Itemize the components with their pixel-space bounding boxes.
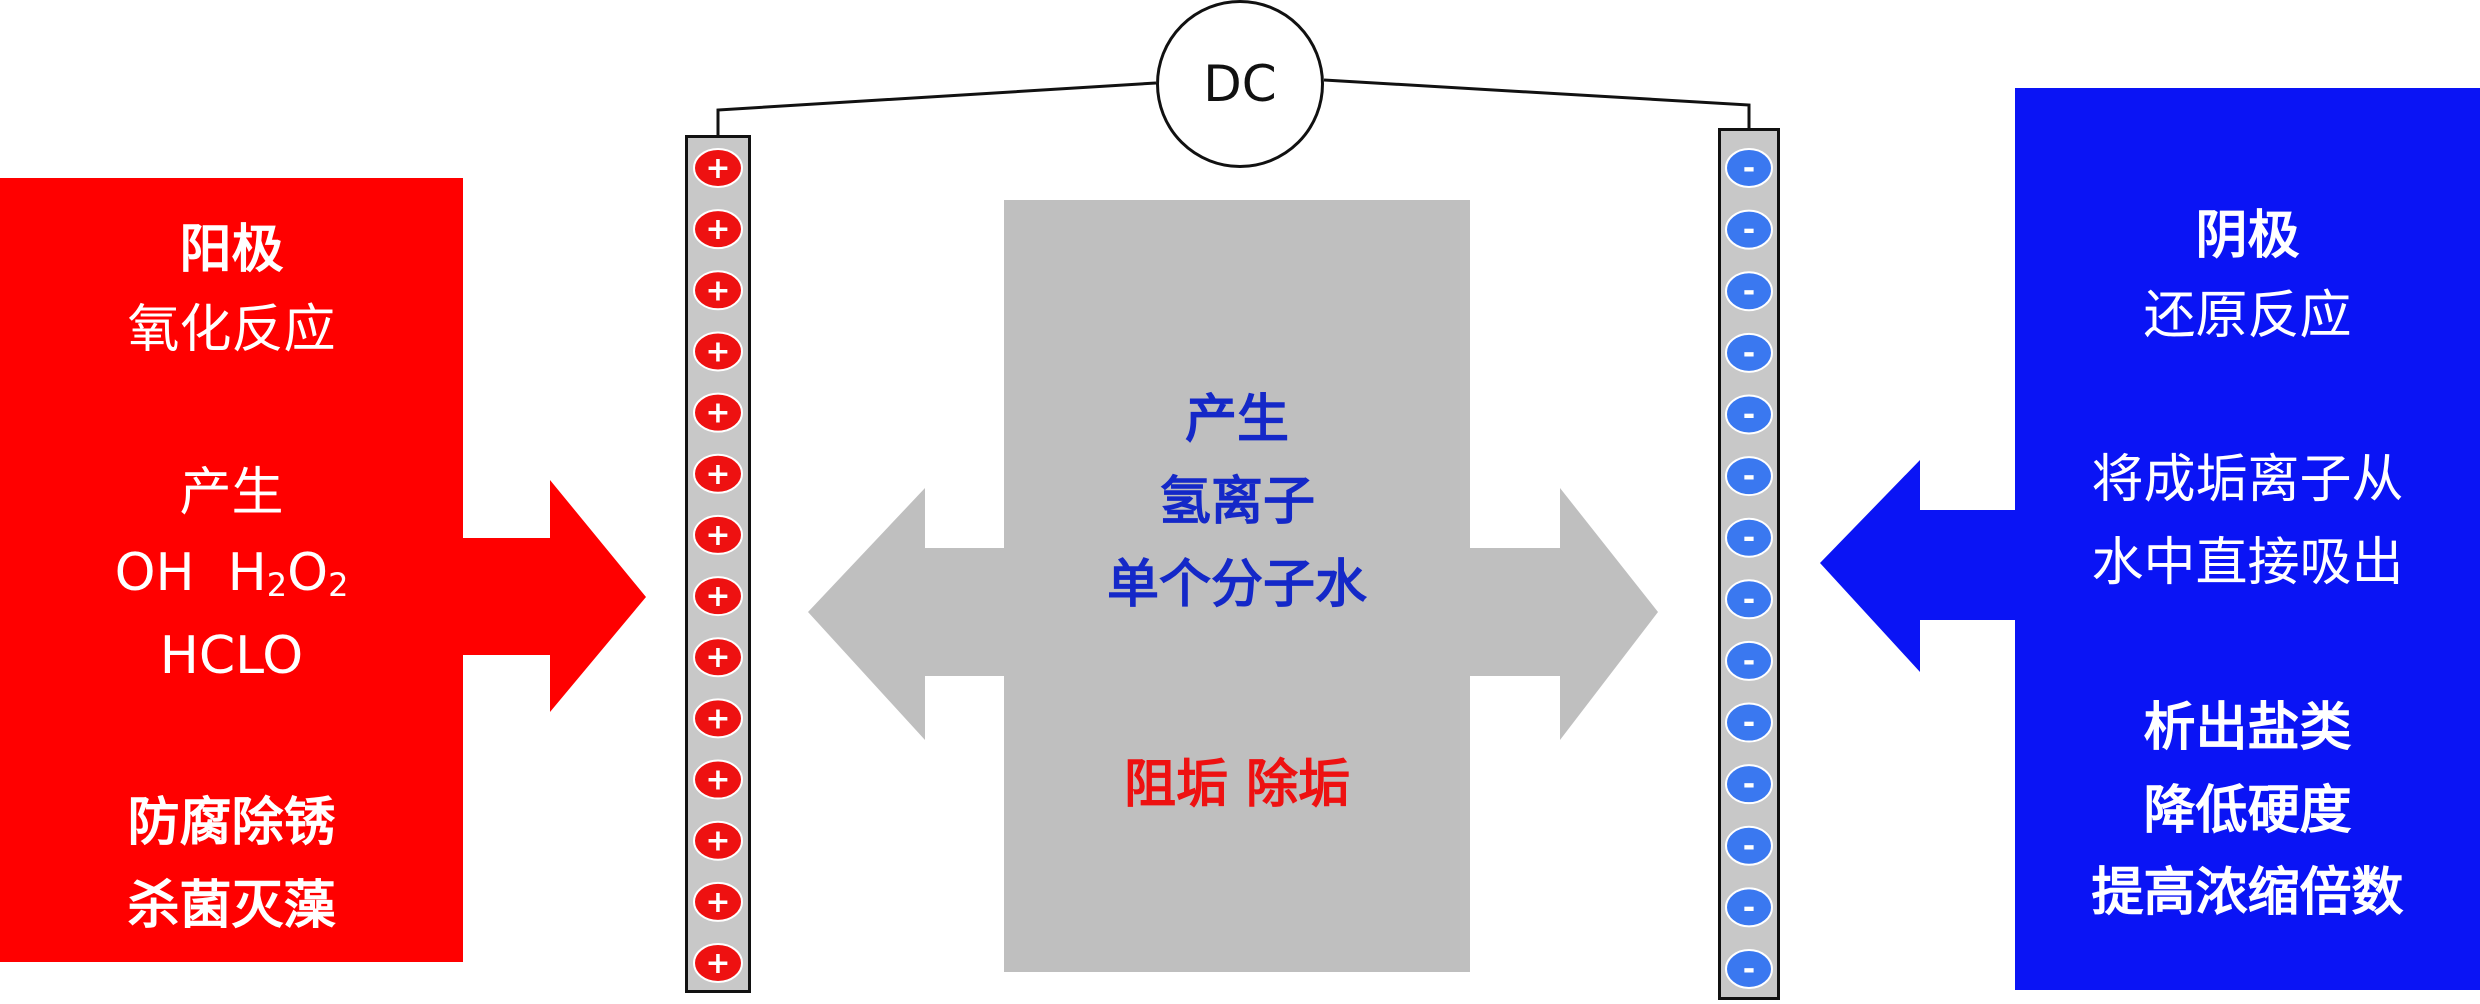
cathode-charges: - - - - - - - - - - - - - - (1725, 148, 1773, 989)
negative-charge-marker: - (1725, 887, 1773, 928)
positive-charge-marker: + (693, 270, 743, 311)
positive-charge-marker: + (693, 698, 743, 739)
positive-charge-marker-symbol: + (705, 946, 730, 981)
negative-charge-marker: - (1725, 702, 1773, 743)
cathode-effect-2: 降低硬度 (2143, 781, 2352, 841)
anode-title: 阳极 (179, 220, 284, 280)
negative-charge-marker-symbol: - (1743, 521, 1755, 556)
positive-charge-marker-symbol: + (705, 885, 730, 920)
negative-charge-marker: - (1725, 825, 1773, 866)
negative-charge-marker: - (1725, 456, 1773, 497)
formula-sub-2: 2 (328, 566, 349, 604)
positive-charge-marker-symbol: + (705, 334, 730, 369)
anode-formula: OH H2O2 (0, 533, 463, 625)
center-left-arrow (808, 488, 1005, 740)
positive-charge-marker: + (693, 759, 743, 800)
negative-charge-marker-symbol: - (1743, 706, 1755, 741)
negative-charge-marker: - (1725, 271, 1773, 312)
negative-charge-marker-symbol: - (1743, 213, 1755, 248)
cathode-effect-1: 析出盐类 (2143, 698, 2352, 758)
anode-arrow (462, 480, 646, 712)
center-right-arrow (1468, 488, 1658, 740)
cathode-panel: 阴极 还原反应 将成垢离子从 水中直接吸出 析出盐类 降低硬度 提高浓缩倍数 (2015, 88, 2480, 990)
formula-h: H (227, 543, 267, 603)
positive-charge-marker-symbol: + (705, 273, 730, 308)
anode-hclo: HCLO (159, 626, 304, 686)
negative-charge-marker: - (1725, 394, 1773, 435)
positive-charge-marker: + (693, 514, 743, 555)
positive-charge-marker: + (693, 331, 743, 372)
dc-power-source: DC (1156, 0, 1324, 168)
positive-charge-marker: + (693, 148, 743, 188)
center-panel: 产生 氢离子 单个分子水 阻垢 除垢 (1004, 200, 1470, 972)
center-effect: 阻垢 除垢 (1123, 755, 1351, 815)
negative-charge-marker: - (1725, 332, 1773, 373)
anode-produces-label: 产生 (179, 463, 284, 523)
positive-charge-marker-symbol: + (705, 151, 730, 186)
negative-charge-marker-symbol: - (1743, 890, 1755, 925)
formula-oh: OH (114, 543, 195, 603)
anode-reaction: 氧化反应 (127, 300, 336, 360)
negative-charge-marker-symbol: - (1743, 151, 1755, 186)
negative-charge-marker-symbol: - (1743, 274, 1755, 309)
positive-charge-marker-symbol: + (705, 579, 730, 614)
center-line-3: 单个分子水 (1106, 555, 1367, 615)
negative-charge-marker: - (1725, 640, 1773, 681)
formula-sub-1: 2 (266, 566, 288, 604)
positive-charge-marker-symbol: + (705, 212, 730, 247)
negative-charge-marker-symbol: - (1743, 829, 1755, 864)
negative-charge-marker: - (1725, 517, 1773, 558)
negative-charge-marker: - (1725, 949, 1773, 989)
anode-effect-2: 杀菌灭藻 (127, 876, 336, 936)
positive-charge-marker: + (693, 576, 743, 617)
negative-charge-marker: - (1725, 764, 1773, 805)
positive-charge-marker-symbol: + (705, 396, 730, 431)
positive-charge-marker: + (693, 881, 743, 922)
negative-charge-marker-symbol: - (1743, 459, 1755, 494)
negative-charge-marker-symbol: - (1743, 582, 1755, 617)
positive-charge-marker: + (693, 820, 743, 861)
dc-label: DC (1203, 55, 1277, 113)
positive-charge-marker-symbol: + (705, 457, 730, 492)
negative-charge-marker-symbol: - (1743, 397, 1755, 432)
cathode-description-2: 水中直接吸出 (2091, 533, 2404, 593)
negative-charge-marker-symbol: - (1743, 336, 1755, 371)
negative-charge-marker-symbol: - (1743, 952, 1755, 987)
anode-electrode: + + + + + + + + + + + + + + (685, 135, 751, 993)
formula-o: O (287, 543, 329, 603)
negative-charge-marker: - (1725, 148, 1773, 188)
cathode-electrode: - - - - - - - - - - - - - - (1718, 128, 1780, 1000)
anode-panel: 阳极 氧化反应 产生 OH H2O2 HCLO 防腐除锈 杀菌灭藻 (0, 178, 463, 962)
positive-charge-marker: + (693, 392, 743, 433)
cathode-reaction: 还原反应 (2143, 286, 2352, 346)
positive-charge-marker-symbol: + (705, 824, 730, 859)
negative-charge-marker: - (1725, 579, 1773, 620)
positive-charge-marker: + (693, 453, 743, 494)
cathode-description-1: 将成垢离子从 (2091, 450, 2404, 510)
positive-charge-marker-symbol: + (705, 640, 730, 675)
positive-charge-marker: + (693, 943, 743, 983)
anode-charges: + + + + + + + + + + + + + + (693, 148, 743, 983)
anode-effect-1: 防腐除锈 (127, 793, 336, 853)
cathode-effect-3: 提高浓缩倍数 (2091, 863, 2404, 923)
cathode-arrow (1820, 460, 2016, 672)
anode-wire (716, 81, 1157, 135)
positive-charge-marker-symbol: + (705, 518, 730, 553)
negative-charge-marker-symbol: - (1743, 767, 1755, 802)
cathode-wire (1323, 78, 1751, 128)
center-line-2: 氢离子 (1158, 472, 1315, 532)
positive-charge-marker-symbol: + (705, 763, 730, 798)
positive-charge-marker: + (693, 637, 743, 678)
negative-charge-marker: - (1725, 209, 1773, 250)
positive-charge-marker: + (693, 209, 743, 250)
cathode-title: 阴极 (2195, 206, 2300, 266)
positive-charge-marker-symbol: + (705, 701, 730, 736)
center-line-1: 产生 (1184, 390, 1289, 450)
negative-charge-marker-symbol: - (1743, 644, 1755, 679)
